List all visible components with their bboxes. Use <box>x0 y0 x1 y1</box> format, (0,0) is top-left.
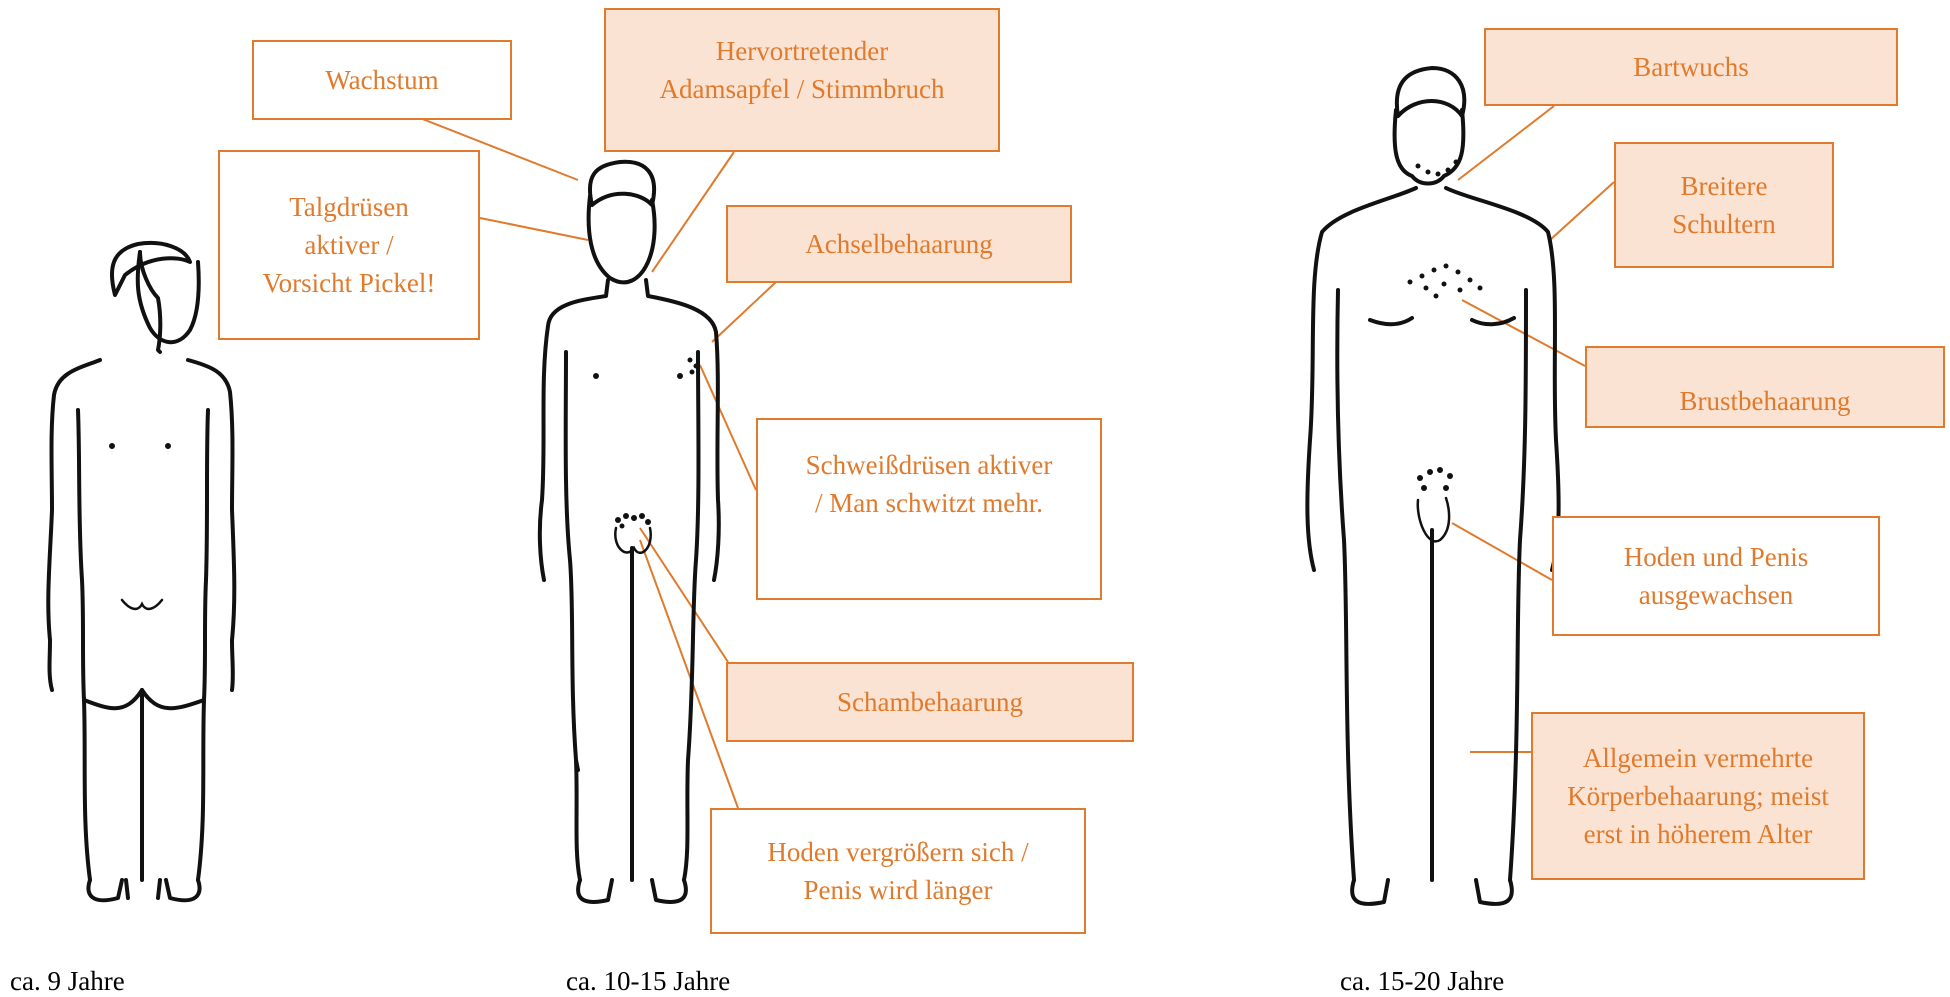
leader-schweiss <box>700 365 756 490</box>
label-breitere-schultern: Breitere Schultern <box>1614 142 1834 268</box>
age-caption-2: ca. 10-15 Jahre <box>566 966 730 997</box>
leader-bartwuchs <box>1458 106 1554 180</box>
label-achselbehaarung: Achselbehaarung <box>726 205 1072 283</box>
label-hoden-ausgewachsen: Hoden und Penis ausgewachsen <box>1552 516 1880 636</box>
label-brustbehaarung: Brustbehaarung <box>1585 346 1945 428</box>
pubic-hair-adult <box>1417 467 1453 491</box>
label-schambehaarung: Schambehaarung <box>726 662 1134 742</box>
figure-child <box>48 243 234 900</box>
leader-hoden-ausgewachsen <box>1452 523 1552 580</box>
label-hoden-vergroessern: Hoden vergrößern sich / Penis wird länge… <box>710 808 1086 934</box>
label-wachstum: Wachstum <box>252 40 512 120</box>
label-schweissdruesen: Schweißdrüsen aktiver / Man schwitzt meh… <box>756 418 1102 600</box>
age-caption-1: ca. 9 Jahre <box>10 966 125 997</box>
leader-talgdruesen <box>480 218 588 240</box>
leader-adamsapfel <box>652 152 734 272</box>
figure-teen <box>540 162 719 902</box>
label-adamsapfel: Hervortretender Adamsapfel / Stimmbruch <box>604 8 1000 152</box>
leader-scham <box>640 528 728 662</box>
leader-brust <box>1462 300 1585 366</box>
age-caption-3: ca. 15-20 Jahre <box>1340 966 1504 997</box>
leader-achsel <box>712 282 776 342</box>
label-bartwuchs: Bartwuchs <box>1484 28 1898 106</box>
leader-schultern <box>1550 182 1614 240</box>
pubic-hair-teen <box>615 513 651 529</box>
label-talgdruesen: Talgdrüsen aktiver / Vorsicht Pickel! <box>218 150 480 340</box>
label-koerperbehaarung: Allgemein vermehrte Körperbehaarung; mei… <box>1531 712 1865 880</box>
beard-hair <box>1416 160 1459 177</box>
figure-adult <box>1307 68 1558 904</box>
chest-hair <box>1408 264 1483 299</box>
